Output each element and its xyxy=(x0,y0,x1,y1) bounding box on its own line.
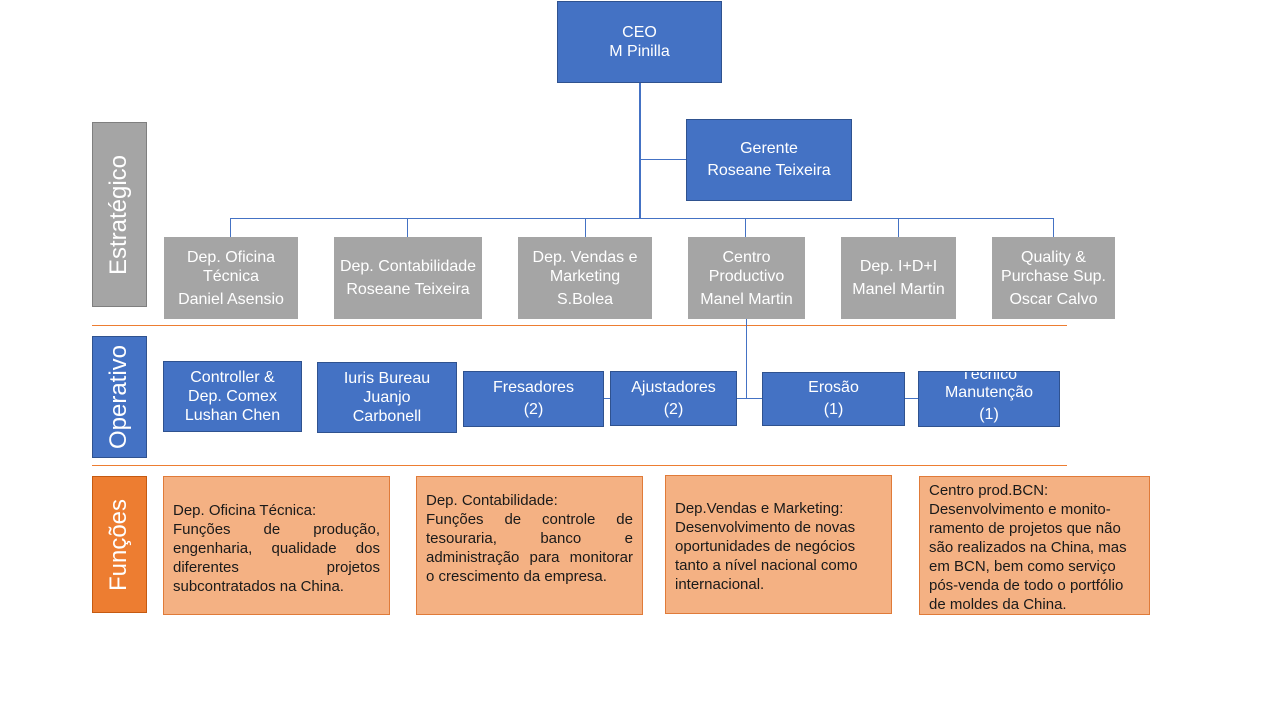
op-title: Erosão xyxy=(808,379,859,396)
dept-title: Quality & Purchase Sup. xyxy=(1001,248,1106,285)
connector-dep-2 xyxy=(407,218,408,237)
funcao-heading: Dep.Vendas e Marketing: xyxy=(675,500,844,517)
row-separator-top xyxy=(92,325,1067,326)
dept-contabilidade[interactable]: Dep. Contabilidade Roseane Teixeira xyxy=(334,237,482,319)
funcao-heading: Dep. Contabilidade: xyxy=(426,492,558,509)
ceo-title: CEO xyxy=(622,24,657,41)
row-label-operativo-text: Operativo xyxy=(105,344,133,450)
gerente-title: Gerente xyxy=(740,140,798,157)
dept-title: Dep. Vendas e Marketing xyxy=(532,248,638,285)
connector-dep-5 xyxy=(898,218,899,237)
op-ajustadores[interactable]: Ajustadores (2) xyxy=(610,371,737,426)
op-count: (2) xyxy=(523,401,544,418)
connector-dep-4 xyxy=(745,218,746,237)
op-title: Iuris Bureau xyxy=(343,370,431,387)
connector-ceo-vertical xyxy=(639,82,641,219)
dept-idi[interactable]: Dep. I+D+I Manel Martin xyxy=(841,237,956,319)
connector-dep-3 xyxy=(585,218,586,237)
dept-title: Dep. I+D+I xyxy=(859,258,938,275)
dept-name: Roseane Teixeira xyxy=(346,281,470,298)
ceo-box[interactable]: CEO M Pinilla xyxy=(557,1,722,83)
op-tecnico-manutencao[interactable]: Técnico Manutenção (1) xyxy=(918,371,1060,427)
dept-vendas-marketing[interactable]: Dep. Vendas e Marketing S.Bolea xyxy=(518,237,652,319)
row-label-estrategico: Estratégico xyxy=(92,122,147,307)
connector-departments-horizontal xyxy=(230,218,1054,219)
connector-dep-1 xyxy=(230,218,231,237)
connector-operativo-horizontal xyxy=(604,398,918,399)
op-title: Controller & Dep. Comex xyxy=(188,369,277,405)
row-label-operativo: Operativo xyxy=(92,336,147,458)
funcao-vendas-marketing: Dep.Vendas e Marketing: Desenvolvimento … xyxy=(665,475,892,614)
connector-dep-6 xyxy=(1053,218,1054,237)
op-fresadores[interactable]: Fresadores (2) xyxy=(463,371,604,427)
dept-name: Daniel Asensio xyxy=(178,290,284,308)
dept-quality-purchase[interactable]: Quality & Purchase Sup. Oscar Calvo xyxy=(992,237,1115,319)
funcao-contabilidade: Dep. Contabilidade: Funções de controle … xyxy=(416,476,643,615)
op-count: (2) xyxy=(663,400,684,418)
connector-centro-vertical xyxy=(746,319,747,399)
dept-oficina-tecnica[interactable]: Dep. Oficina Técnica Daniel Asensio xyxy=(164,237,298,319)
gerente-name: Roseane Teixeira xyxy=(707,162,831,179)
dept-name: Manel Martin xyxy=(700,290,793,308)
op-title: Ajustadores xyxy=(631,378,716,396)
funcao-text: Desenvolvimento e monito-ramento de proj… xyxy=(929,501,1127,613)
op-title: Técnico Manutenção xyxy=(944,371,1034,401)
funcao-text: Funções de controle de tesouraria, banco… xyxy=(426,511,633,585)
ceo-name: M Pinilla xyxy=(609,43,670,60)
dept-name: Manel Martin xyxy=(852,281,945,298)
op-count: (1) xyxy=(823,401,844,418)
dept-title: Dep. Contabilidade xyxy=(339,258,477,275)
dept-centro-productivo[interactable]: Centro Productivo Manel Martin xyxy=(688,237,805,319)
funcao-centro-bcn: Centro prod.BCN: Desenvolvimento e monit… xyxy=(919,476,1150,615)
op-erosao[interactable]: Erosão (1) xyxy=(762,372,905,426)
op-name: Juanjo Carbonell xyxy=(352,389,422,425)
op-controller-comex[interactable]: Controller & Dep. Comex Lushan Chen xyxy=(163,361,302,432)
funcao-text: Funções de produção, engenharia, qualida… xyxy=(173,521,380,595)
dept-name: Oscar Calvo xyxy=(1009,290,1098,308)
connector-gerente xyxy=(640,159,686,160)
dept-title: Dep. Oficina Técnica xyxy=(186,248,276,285)
op-count: (1) xyxy=(979,406,999,423)
funcao-oficina-tecnica: Dep. Oficina Técnica: Funções de produçã… xyxy=(163,476,390,615)
dept-title: Centro Productivo xyxy=(708,248,785,285)
op-iuris-bureau[interactable]: Iuris Bureau Juanjo Carbonell xyxy=(317,362,457,433)
op-name: Lushan Chen xyxy=(184,407,281,424)
row-separator-bottom xyxy=(92,465,1067,466)
gerente-box[interactable]: Gerente Roseane Teixeira xyxy=(686,119,852,201)
op-title: Fresadores xyxy=(493,379,574,396)
dept-name: S.Bolea xyxy=(556,290,614,308)
row-label-funcoes: Funções xyxy=(92,476,147,613)
row-label-funcoes-text: Funções xyxy=(105,498,133,591)
funcao-heading: Centro prod.BCN: xyxy=(929,482,1049,499)
funcao-text: Desenvolvimento de novas oportunidades d… xyxy=(675,519,858,593)
row-label-estrategico-text: Estratégico xyxy=(105,154,133,275)
funcao-heading: Dep. Oficina Técnica: xyxy=(173,502,317,519)
